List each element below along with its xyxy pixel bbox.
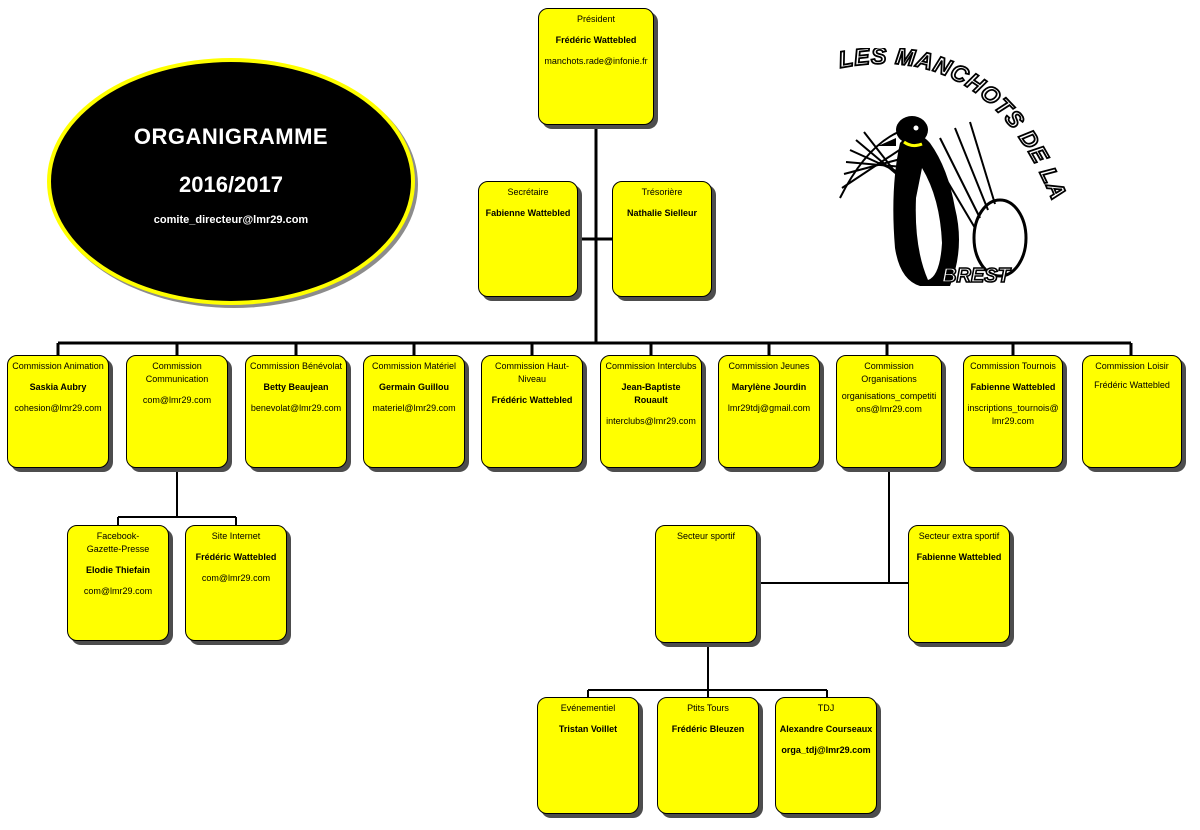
chart-title: ORGANIGRAMME [133,124,329,149]
sub-name: Alexandre Courseaux [779,724,873,734]
commission-name: Saskia Aubry [29,382,87,392]
secretaire-box: Secrétaire Fabienne Wattebled [478,181,578,297]
commission-email: materiel@lmr29.com [372,403,456,413]
sub-role: Evénementiel [560,703,616,713]
season-label: 2016/2017 [179,172,283,197]
commission-role: Commission Interclubs [605,361,697,371]
commission-email: com@lmr29.com [142,395,212,405]
secteur-sportif-box: Secteur sportif [655,525,757,643]
sub-role: Ptits Tours [687,703,729,713]
commission-name: Frédéric Wattebled [491,395,573,405]
commission-role: Commission Haut-Niveau [494,361,570,384]
sub-name: Frédéric Wattebled [195,552,277,562]
secretaire-role: Secrétaire [507,187,549,197]
secretaire-name: Fabienne Wattebled [485,208,571,218]
ptits-tours-box: Ptits Tours Frédéric Bleuzen [657,697,759,814]
commission-email: inscriptions_tournois@lmr29.com [967,403,1059,426]
commission-materiel-box: Commission Matériel Germain Guillou mate… [363,355,465,468]
commission-role: Commission Jeunes [728,361,810,371]
sub-role: TDJ [817,703,835,713]
commission-email: organisations_competitions@lmr29.com [841,391,937,414]
facebook-gazette-presse-box: Facebook-Gazette-Presse Elodie Thiefain … [67,525,169,641]
commission-tournois-box: Commission Tournois Fabienne Wattebled i… [963,355,1063,468]
commission-organisations-box: Commission Organisations organisations_c… [836,355,942,468]
committee-email: comite_directeur@lmr29.com [153,214,309,226]
commission-role: Commission Loisir [1095,361,1169,371]
commission-email: benevolat@lmr29.com [250,403,342,413]
title-ellipse: ORGANIGRAMME 2016/2017 comite_directeur@… [47,58,415,305]
evenementiel-box: Evénementiel Tristan Voillet [537,697,639,814]
commission-role: Commission Communication [145,361,209,384]
sub-email: com@lmr29.com [83,586,153,596]
sub-email: orga_tdj@lmr29.com [781,745,871,755]
commission-communication-box: Commission Communication com@lmr29.com [126,355,228,468]
commission-name: Jean-Baptiste Rouault [621,382,681,405]
president-role: Président [576,14,616,24]
sub-name: Frédéric Bleuzen [671,724,745,734]
commission-role: Commission Organisations [861,361,917,384]
logo-city: BREST [942,265,1012,287]
logo-text: LES MANCHOTS DE LA RADE [830,48,1075,210]
commission-name: Frédéric Wattebled [1094,380,1170,390]
president-name: Frédéric Wattebled [555,35,637,45]
sub-name: Fabienne Wattebled [916,552,1002,562]
commission-animation-box: Commission Animation Saskia Aubry cohesi… [7,355,109,468]
tresoriere-role: Trésorière [641,187,683,197]
sub-name: Tristan Voillet [558,724,618,734]
commission-email: interclubs@lmr29.com [606,416,696,426]
sub-role: Secteur extra sportif [918,531,1000,541]
commission-role: Commission Animation [12,361,104,371]
commission-email: lmr29tdj@gmail.com [727,403,811,413]
commission-haut-niveau-box: Commission Haut-Niveau Frédéric Watteble… [481,355,583,468]
commission-name: Fabienne Wattebled [970,382,1056,392]
tdj-box: TDJ Alexandre Courseaux orga_tdj@lmr29.c… [775,697,877,814]
sub-role: Facebook-Gazette-Presse [86,531,150,554]
commission-name: Germain Guillou [378,382,449,392]
site-internet-box: Site Internet Frédéric Wattebled com@lmr… [185,525,287,641]
tresoriere-name: Nathalie Sielleur [626,208,698,218]
sub-role: Site Internet [211,531,261,541]
commission-loisir-box: Commission Loisir Frédéric Wattebled [1082,355,1182,468]
commission-benevolat-box: Commission Bénévolat Betty Beaujean bene… [245,355,347,468]
penguin-icon [878,116,959,286]
sub-role: Secteur sportif [676,531,736,541]
commission-name: Marylène Jourdin [731,382,807,392]
president-email: manchots.rade@infonie.fr [544,56,648,66]
president-box: Président Frédéric Wattebled manchots.ra… [538,8,654,125]
sub-email: com@lmr29.com [201,573,271,583]
tresoriere-box: Trésorière Nathalie Sielleur [612,181,712,297]
commission-name: Betty Beaujean [263,382,329,392]
club-logo: LES MANCHOTS DE LA RADE BREST [830,48,1075,288]
commission-jeunes-box: Commission Jeunes Marylène Jourdin lmr29… [718,355,820,468]
commission-interclubs-box: Commission Interclubs Jean-Baptiste Roua… [600,355,702,468]
commission-role: Commission Tournois [970,361,1056,371]
secteur-extra-sportif-box: Secteur extra sportif Fabienne Wattebled [908,525,1010,643]
sub-name: Elodie Thiefain [85,565,150,575]
commission-email: cohesion@lmr29.com [14,403,102,413]
commission-role: Commission Bénévolat [249,361,343,371]
commission-role: Commission Matériel [371,361,457,371]
